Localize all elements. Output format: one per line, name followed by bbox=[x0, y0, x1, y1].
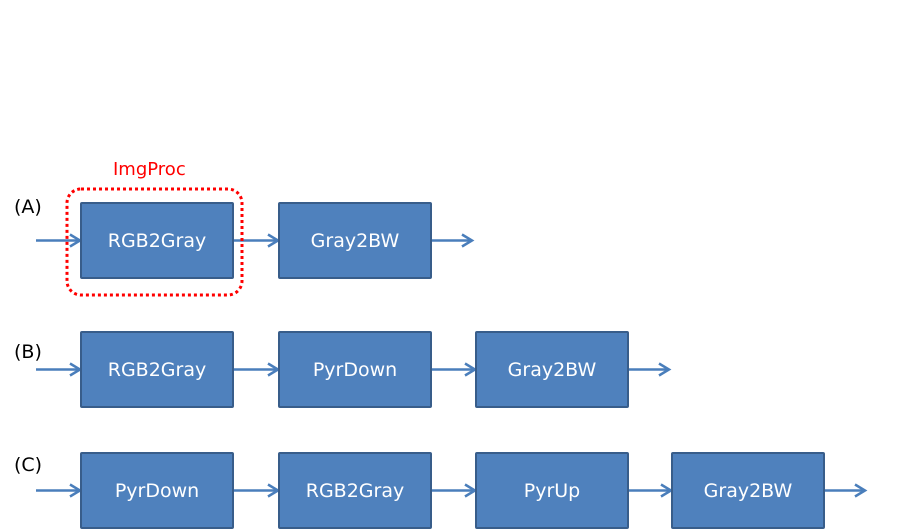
connector-arrow bbox=[432, 483, 478, 498]
process-box: PyrUp bbox=[475, 452, 629, 529]
input-arrow bbox=[36, 362, 83, 377]
connector-arrow bbox=[432, 362, 478, 377]
process-box: RGB2Gray bbox=[80, 202, 234, 279]
row-label: (B) bbox=[14, 341, 42, 363]
process-box: RGB2Gray bbox=[278, 452, 432, 529]
connector-arrow bbox=[234, 362, 281, 377]
process-box: Gray2BW bbox=[671, 452, 825, 529]
connector-arrow bbox=[234, 483, 281, 498]
process-box: RGB2Gray bbox=[80, 331, 234, 408]
output-arrow bbox=[825, 483, 868, 498]
process-box: PyrDown bbox=[278, 331, 432, 408]
imgproc-group-outline bbox=[65, 187, 244, 297]
imgproc-group-label: ImgProc bbox=[113, 159, 186, 180]
process-box: PyrDown bbox=[80, 452, 234, 529]
output-arrow bbox=[629, 362, 672, 377]
process-box: Gray2BW bbox=[475, 331, 629, 408]
row-label: (A) bbox=[14, 196, 42, 218]
input-arrow bbox=[36, 483, 83, 498]
process-box: Gray2BW bbox=[278, 202, 432, 279]
connector-arrow bbox=[629, 483, 674, 498]
input-arrow bbox=[36, 233, 83, 248]
row-label: (C) bbox=[14, 454, 43, 476]
output-arrow bbox=[432, 233, 475, 248]
